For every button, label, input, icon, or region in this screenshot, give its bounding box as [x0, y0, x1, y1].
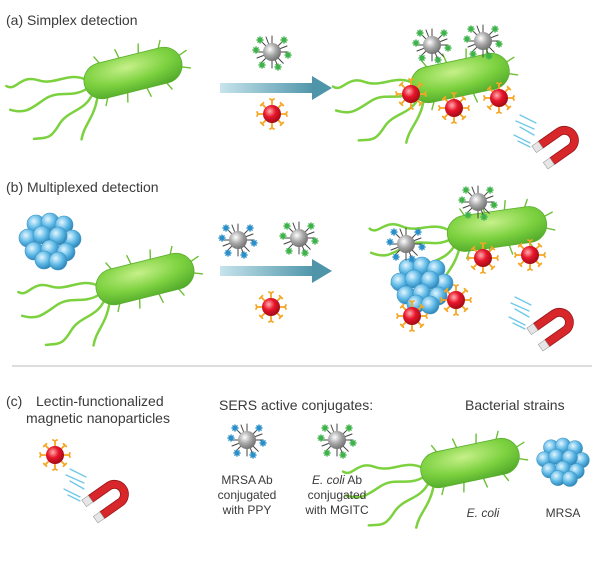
ecoli-ab-suffix: Ab — [344, 473, 363, 487]
legend-magnetic-nanoparticle — [39, 439, 71, 471]
ecoli-label: E. coli — [466, 506, 500, 520]
panel-a-title: (a) Simplex detection — [6, 12, 138, 28]
legend-mrsa — [536, 437, 590, 487]
sers-conjugate-mrsa-b — [219, 224, 257, 258]
sers-bound-a1 — [413, 29, 451, 63]
mrsa-label: MRSA — [545, 506, 581, 520]
arrow-a — [220, 76, 332, 100]
ecoli-ab-italic: E. coli — [311, 473, 345, 487]
magnetic-nanoparticle-b — [255, 291, 287, 323]
sers-bound-b2 — [387, 228, 425, 262]
magnetic-nanoparticle-a — [256, 98, 288, 130]
magnetic-bound-b3 — [440, 284, 472, 316]
panel-b-title: (b) Multiplexed detection — [6, 179, 159, 195]
magnetic-bound-a3 — [483, 82, 515, 114]
strains-title: Bacterial strains — [465, 397, 565, 413]
sers-title: SERS active conjugates: — [219, 397, 374, 413]
magnet-icon — [63, 468, 135, 524]
panel-b — [13, 186, 580, 362]
ecoli-ab-line1: E. coli Ab — [295, 473, 379, 488]
legend-sers-mrsa — [228, 424, 266, 458]
mrsa-ab-label: MRSA Ab conjugated with PPY — [207, 473, 287, 518]
magnetic-bound-a2 — [438, 92, 470, 124]
panel-c-prefix: (c) — [6, 393, 23, 409]
mrsa-cluster-b — [18, 212, 82, 271]
magnet-icon — [513, 114, 585, 170]
magnetic-bound-a1 — [395, 78, 427, 110]
magnetic-bound-b2 — [514, 239, 546, 271]
ecoli-ab-label: E. coli Ab conjugated with MGITC — [295, 473, 379, 518]
mrsa-ab-line1: MRSA Ab — [221, 473, 273, 487]
ecoli-ab-line3: with MGITC — [305, 503, 369, 517]
ecoli-ab-line2: conjugated — [307, 488, 367, 502]
mrsa-ab-line3: with PPY — [222, 503, 272, 517]
mrsa-ab-line2: conjugated — [217, 488, 277, 502]
magnet-icon — [508, 296, 580, 352]
magnetic-bound-b4 — [396, 300, 428, 332]
arrow-b — [220, 259, 332, 283]
legend-sers-ecoli — [318, 424, 356, 458]
lectin-label-line2: magnetic nanoparticles — [26, 410, 170, 426]
ecoli-bacterium-a — [1, 31, 203, 156]
panel-a — [1, 25, 585, 170]
sers-conjugate-ecoli-b — [280, 222, 318, 256]
lectin-label-line1: Lectin-functionalized — [36, 393, 164, 409]
sers-conjugate-ecoli-a — [253, 36, 291, 70]
magnetic-bound-b1 — [467, 242, 499, 274]
